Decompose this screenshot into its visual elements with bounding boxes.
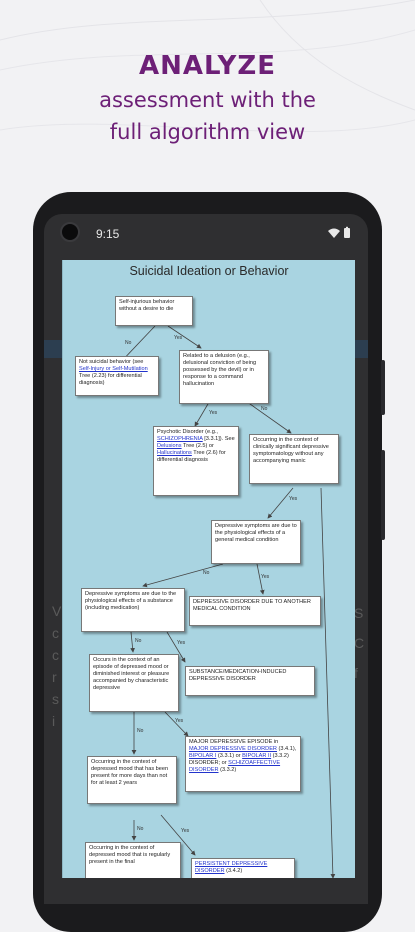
status-time: 9:15 — [96, 227, 120, 241]
node-two-years[interactable]: Occurring in the context of depressed mo… — [87, 756, 177, 804]
headline-subtitle-line2: full algorithm view — [109, 120, 306, 144]
edge-label-yes-6: Yes — [175, 718, 184, 724]
edge-label-no-3: No — [203, 570, 210, 576]
node-psychotic-text-c: Tree (2.5) or — [181, 443, 214, 449]
link-schizophrenia[interactable]: SCHIZOPHRENIA — [157, 436, 203, 442]
node-persistent-depressive-disorder[interactable]: PERSISTENT DEPRESSIVE DISORDER (3.4.2) — [191, 858, 295, 878]
node-physiological-medical[interactable]: Depressive symptoms are due to the physi… — [211, 520, 301, 564]
node-not-suicidal-text-a: Not suicidal behavior (see — [79, 359, 144, 365]
node-substance-effects[interactable]: Depressive symptoms are due to the physi… — [81, 588, 185, 632]
edge-label-no-4: No — [135, 638, 142, 644]
node-mde-text-b: (3.4.1), — [276, 746, 297, 752]
node-not-suicidal[interactable]: Not suicidal behavior (see Self-Injury o… — [75, 356, 159, 396]
node-mde-text-c: (3.3.1) or — [216, 753, 243, 759]
edge-label-no-1: No — [125, 340, 132, 346]
link-bipolar-ii[interactable]: BIPOLAR II — [242, 753, 272, 759]
battery-icon — [344, 228, 350, 238]
node-pdd-text: (3.4.2) — [224, 868, 243, 874]
node-mde-text-a: MAJOR DEPRESSIVE EPISODE in — [189, 739, 279, 745]
node-delusion[interactable]: Related to a delusion (e.g., delusional … — [179, 350, 269, 404]
link-major-depressive-disorder[interactable]: MAJOR DEPRESSIVE DISORDER — [189, 746, 277, 752]
node-not-suicidal-text-b: Tree (2.23) for differential diagnosis) — [79, 373, 142, 386]
link-delusions[interactable]: Delusions — [157, 443, 182, 449]
node-major-depressive-episode[interactable]: MAJOR DEPRESSIVE EPISODE in MAJOR DEPRES… — [185, 736, 301, 792]
link-hallucinations[interactable]: Hallucinations — [157, 450, 192, 456]
edge-label-no-6: No — [137, 826, 144, 832]
link-persistent-depressive-disorder[interactable]: PERSISTENT DEPRESSIVE DISORDER — [195, 861, 268, 874]
node-psychotic-text-d: Tree (2.6) for differential diagnosis — [157, 450, 226, 463]
power-button — [381, 360, 385, 415]
node-episode-context[interactable]: Occurs in the context of an episode of d… — [89, 654, 179, 712]
edge-label-no-2: No — [261, 406, 268, 412]
front-camera — [60, 222, 80, 242]
promo-headline: ANALYZE assessment with the full algorit… — [0, 50, 415, 146]
edge-label-yes-7: Yes — [181, 828, 190, 834]
node-psychotic-text-a: Psychotic Disorder (e.g., — [157, 429, 218, 435]
node-mde-text-e: (3.3.2) — [218, 767, 237, 773]
link-schizoaffective-disorder[interactable]: SCHIZOAFFECTIVE DISORDER — [189, 760, 281, 773]
link-self-injury[interactable]: Self-Injury or Self-Mutilation — [79, 366, 148, 372]
edge-label-yes-3: Yes — [289, 496, 298, 502]
edge-label-yes-1: Yes — [174, 335, 183, 341]
wifi-icon — [328, 228, 340, 238]
node-mde-text-d: (3.3.2) DISORDER; or — [189, 753, 289, 766]
headline-subtitle-line1: assessment with the — [99, 88, 316, 112]
node-substance-induced[interactable]: SUBSTANCE/MEDICATION-INDUCED DEPRESSIVE … — [185, 666, 315, 696]
volume-button — [381, 450, 385, 540]
status-icons — [328, 226, 350, 238]
edge-label-yes-2: Yes — [209, 410, 218, 416]
headline-title: ANALYZE — [139, 51, 276, 81]
node-self-injurious[interactable]: Self-injurious behavior without a desire… — [115, 296, 193, 326]
background-decoration — [0, 0, 415, 133]
node-regularly-present[interactable]: Occurring in the context of depressed mo… — [85, 842, 181, 878]
edge-label-yes-4: Yes — [261, 574, 270, 580]
node-clinically-significant[interactable]: Occurring in the context of clinically s… — [249, 434, 339, 484]
edge-label-yes-5: Yes — [177, 640, 186, 646]
node-due-to-medical[interactable]: DEPRESSIVE DISORDER DUE TO ANOTHER MEDIC… — [189, 596, 321, 626]
algorithm-title: Suicidal Ideation or Behavior — [129, 264, 289, 278]
edge-label-no-5: No — [137, 728, 144, 734]
link-bipolar-i[interactable]: BIPOLAR I — [189, 753, 217, 759]
node-psychotic-disorder[interactable]: Psychotic Disorder (e.g., SCHIZOPHRENIA … — [153, 426, 239, 496]
algorithm-view[interactable]: Suicidal Ideation or Behavior Self-injur… — [62, 260, 355, 878]
node-psychotic-text-b: [3.3.1]). See — [202, 436, 235, 442]
